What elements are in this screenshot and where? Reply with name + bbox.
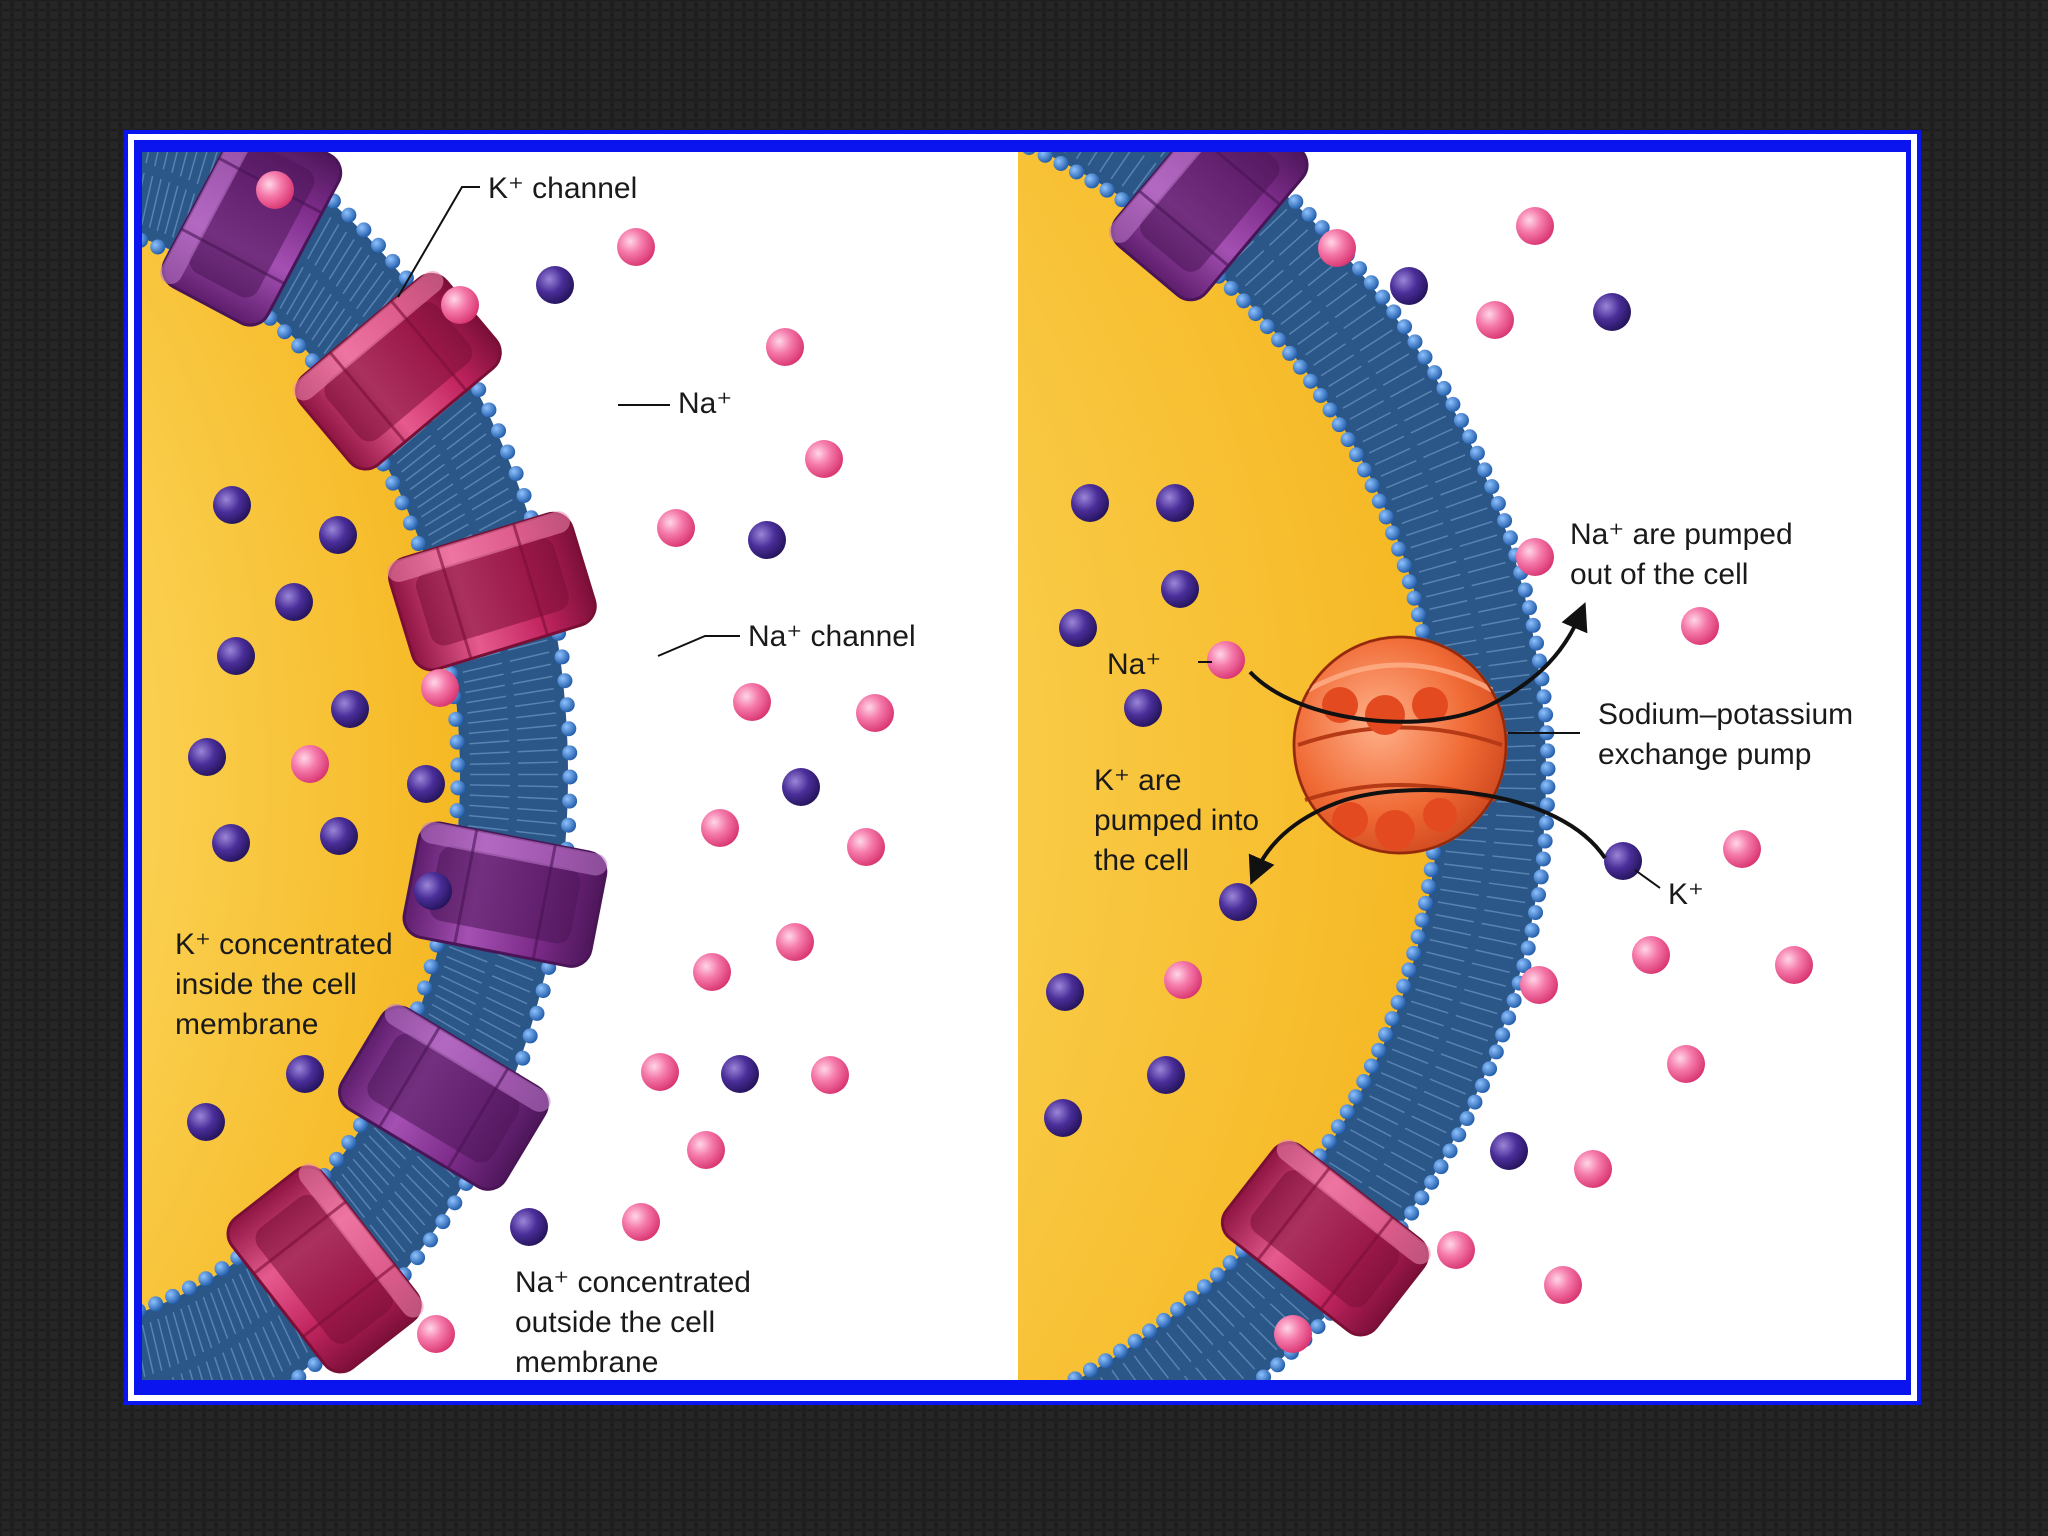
- k-ion: [1147, 1056, 1185, 1094]
- k-ion: [319, 516, 357, 554]
- right-cell: [1018, 152, 1556, 1380]
- k-ion: [1156, 484, 1194, 522]
- na-ion: [1632, 936, 1670, 974]
- na-ion: [1437, 1231, 1475, 1269]
- na-ion: [776, 923, 814, 961]
- na-ion: [693, 953, 731, 991]
- na-ion: [256, 171, 294, 209]
- k-in-arrow: [1248, 788, 1607, 885]
- k-channel-label: K⁺ channel: [488, 172, 637, 205]
- k-ion: [721, 1055, 759, 1093]
- na-ion: [805, 440, 843, 478]
- k-ion: [1044, 1099, 1082, 1137]
- ion-channels: [160, 152, 608, 1374]
- na-ion: [657, 509, 695, 547]
- k-ion: [1490, 1132, 1528, 1170]
- k-ion: [1219, 883, 1257, 921]
- na-ion: [291, 745, 329, 783]
- na-ion: [1667, 1045, 1705, 1083]
- k-pumped-in-label: K⁺ are pumped into the cell: [1094, 764, 1267, 877]
- k-ion: [1124, 689, 1162, 727]
- k-channel-leader: [397, 186, 480, 298]
- na-ion: [1207, 641, 1245, 679]
- na-ion: [1544, 1266, 1582, 1304]
- k-ion: [212, 824, 250, 862]
- na-concentrated-label: Na⁺ concentrated outside the cell membra…: [515, 1266, 759, 1379]
- k-ion: [1059, 609, 1097, 647]
- na-ion: [1775, 946, 1813, 984]
- k-ion: [286, 1055, 324, 1093]
- na-ion: [641, 1053, 679, 1091]
- k-ion: [510, 1208, 548, 1246]
- k-ion: [782, 768, 820, 806]
- na-pumped-out-label: Na⁺ are pumped out of the cell: [1570, 518, 1801, 591]
- na-ion: [1516, 538, 1554, 576]
- na-ion: [1476, 301, 1514, 339]
- na-ion: [766, 328, 804, 366]
- na-ion: [617, 228, 655, 266]
- k-ion: [187, 1103, 225, 1141]
- na-ion-label-right: Na⁺: [1107, 648, 1161, 681]
- na-ion: [1318, 229, 1356, 267]
- leader-lines: [397, 186, 1661, 889]
- k-ion: [407, 765, 445, 803]
- na-ion: [1516, 207, 1554, 245]
- cell-membrane: [1018, 152, 1556, 1380]
- k-ion: [1390, 267, 1428, 305]
- k-ion: [275, 583, 313, 621]
- na-ion: [733, 683, 771, 721]
- k-ion: [188, 738, 226, 776]
- sodium-potassium-pump: [1292, 635, 1508, 855]
- transport-arrows: [1248, 602, 1607, 885]
- k-ion-label-right: K⁺: [1668, 878, 1704, 911]
- k-ion: [1046, 973, 1084, 1011]
- k-ion: [1161, 570, 1199, 608]
- right-k-ion-leader: [1634, 869, 1661, 889]
- na-ion: [1164, 961, 1202, 999]
- k-ion: [320, 817, 358, 855]
- na-ion: [417, 1315, 455, 1353]
- k-ion: [331, 690, 369, 728]
- ions: [187, 171, 1813, 1353]
- na-ion: [701, 809, 739, 847]
- na-ion: [847, 828, 885, 866]
- k-concentrated-label: K⁺ concentrated inside the cell membrane: [175, 928, 401, 1041]
- ion-channels: [1108, 152, 1431, 1337]
- k-ion: [213, 486, 251, 524]
- k-ion: [748, 521, 786, 559]
- na-ion: [421, 669, 459, 707]
- pump-label: Sodium–potassium exchange pump: [1598, 698, 1861, 771]
- k-ion: [536, 266, 574, 304]
- na-out-arrow: [1248, 602, 1588, 724]
- na-ion: [687, 1131, 725, 1169]
- na-ion: [1574, 1150, 1612, 1188]
- na-ion: [811, 1056, 849, 1094]
- na-ion: [622, 1203, 660, 1241]
- k-ion: [1604, 842, 1642, 880]
- na-ion: [1520, 966, 1558, 1004]
- na-ion: [1723, 830, 1761, 868]
- na-ion-label-left: Na⁺: [678, 387, 732, 420]
- na-channel-label: Na⁺ channel: [748, 620, 916, 653]
- k-ion: [217, 637, 255, 675]
- na-ion: [856, 694, 894, 732]
- na-ion: [441, 286, 479, 324]
- k-ion: [414, 872, 452, 910]
- na-ion: [1274, 1315, 1312, 1353]
- k-ion: [1593, 293, 1631, 331]
- k-ion: [1071, 484, 1109, 522]
- na-ion: [1681, 607, 1719, 645]
- na-channel-leader: [657, 635, 740, 657]
